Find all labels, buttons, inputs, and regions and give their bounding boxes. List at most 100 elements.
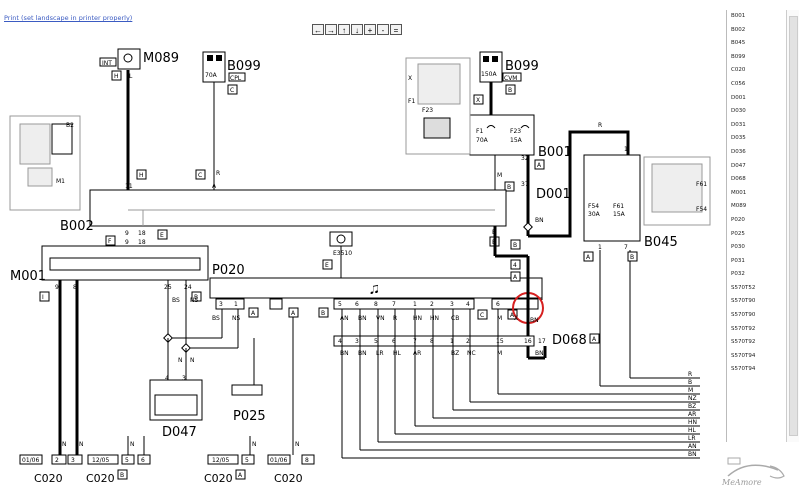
d068-component[interactable]: D068 A <box>333 333 600 348</box>
b099b-label: B099 <box>505 59 539 74</box>
sidebar-item-d047[interactable]: D047 <box>731 162 746 169</box>
svg-text:18: 18 <box>138 239 146 246</box>
svg-text:LR: LR <box>376 350 384 357</box>
sidebar-item-s570t92[interactable]: S570T92 <box>731 325 756 332</box>
svg-text:E: E <box>325 262 329 269</box>
b099b-component[interactable]: 150A B099 CVM <box>479 51 539 83</box>
sidebar-item-d035[interactable]: D035 <box>731 135 746 142</box>
svg-text:2: 2 <box>430 301 434 308</box>
svg-text:BS: BS <box>172 297 180 304</box>
svg-text:15A: 15A <box>510 137 523 144</box>
p020-component[interactable]: P020 🎜 <box>209 263 543 299</box>
d047-component[interactable]: D047 <box>149 379 203 440</box>
sidebar-item-s570t94[interactable]: S570T94 <box>731 366 756 373</box>
sidebar-item-s570t52[interactable]: S570T52 <box>731 284 756 291</box>
d047-label: D047 <box>162 425 197 440</box>
sidebar-item-d036[interactable]: D036 <box>731 148 746 155</box>
svg-text:B: B <box>508 87 512 94</box>
pan-right-button[interactable]: → <box>325 24 337 35</box>
inset-b099: X F1 F23 <box>405 57 471 155</box>
ground-c020-3[interactable]: 12/05 5 C020 A <box>204 454 255 485</box>
svg-text:3: 3 <box>182 375 186 382</box>
ground-c020-1[interactable]: 01/06 2 3 C020 <box>19 454 83 485</box>
svg-text:A: A <box>212 183 217 190</box>
svg-text:F23: F23 <box>510 128 521 135</box>
svg-text:70A: 70A <box>476 137 489 144</box>
pan-down-button[interactable]: ↓ <box>351 24 363 35</box>
svg-text:H: H <box>139 172 144 179</box>
svg-text:A: A <box>537 162 542 169</box>
svg-text:F54: F54 <box>588 203 599 210</box>
b002-component[interactable]: B002 <box>60 189 507 234</box>
sidebar-item-c056[interactable]: C056 <box>731 80 746 87</box>
sidebar-item-b045[interactable]: B045 <box>731 40 746 47</box>
inset-b002: B2 M1 <box>9 115 81 211</box>
svg-text:F54: F54 <box>696 206 707 213</box>
svg-text:CB: CB <box>451 315 459 322</box>
sidebar-item-b099[interactable]: B099 <box>731 53 746 60</box>
pan-left-button[interactable]: ← <box>312 24 324 35</box>
e3510-component[interactable]: E3510 <box>329 231 353 257</box>
b001-component[interactable]: F1 70A F23 15A B001 <box>469 114 572 160</box>
scrollbar-thumb[interactable] <box>789 16 798 436</box>
svg-text:HL: HL <box>393 350 402 357</box>
ground-c020-4[interactable]: 01/06 8 C020 <box>267 454 315 485</box>
toolbar: ← → ↑ ↓ + - = <box>312 24 402 35</box>
svg-text:8: 8 <box>73 284 77 291</box>
sidebar-item-d030[interactable]: D030 <box>731 108 746 115</box>
scrollbar[interactable] <box>786 10 799 442</box>
sidebar-item-p031[interactable]: P031 <box>731 257 745 264</box>
sidebar-item-p032[interactable]: P032 <box>731 271 745 278</box>
sidebar-item-m089[interactable]: M089 <box>731 203 747 210</box>
svg-text:2: 2 <box>466 338 470 345</box>
pan-up-button[interactable]: ↑ <box>338 24 350 35</box>
svg-text:BS: BS <box>212 315 220 322</box>
svg-text:HN: HN <box>413 315 422 322</box>
svg-text:HN: HN <box>688 419 697 426</box>
b045-component[interactable]: F54 30A F61 15A B045 <box>583 154 678 250</box>
svg-text:M: M <box>497 172 502 179</box>
zoom-reset-button[interactable]: = <box>390 24 402 35</box>
sidebar-item-b002[interactable]: B002 <box>731 26 746 33</box>
d068-label: D068 <box>552 333 587 348</box>
zoom-out-button[interactable]: - <box>377 24 389 35</box>
svg-text:1: 1 <box>450 338 454 345</box>
svg-text:M: M <box>497 315 502 322</box>
svg-text:A: A <box>251 310 256 317</box>
sidebar-item-s570t90[interactable]: S570T90 <box>731 312 756 319</box>
sidebar-item-m001[interactable]: M001 <box>731 189 747 196</box>
svg-text:F61: F61 <box>696 181 707 188</box>
sidebar-item-d068[interactable]: D068 <box>731 176 746 183</box>
svg-text:11: 11 <box>125 183 133 190</box>
p025-component[interactable]: P025 <box>231 338 266 424</box>
sidebar-item-b001[interactable]: B001 <box>731 13 746 19</box>
svg-text:C020: C020 <box>274 472 303 485</box>
svg-text:NC: NC <box>467 350 476 357</box>
zoom-in-button[interactable]: + <box>364 24 376 35</box>
svg-text:5: 5 <box>245 457 249 464</box>
svg-text:4: 4 <box>513 262 517 269</box>
sidebar-item-s570t94[interactable]: S570T94 <box>731 352 756 359</box>
sidebar-item-d001[interactable]: D001 <box>731 94 746 101</box>
sidebar-item-p020[interactable]: P020 <box>731 216 745 223</box>
svg-text:16: 16 <box>524 338 532 345</box>
svg-text:X: X <box>476 97 480 104</box>
wiring-diagram[interactable]: .t{font-size:6px;fill:#000;} .tb{font-si… <box>0 36 720 500</box>
sidebar-item-p025[interactable]: P025 <box>731 230 745 237</box>
svg-text:F23: F23 <box>422 107 433 114</box>
sidebar-item-d031[interactable]: D031 <box>731 121 746 128</box>
m001-component[interactable]: M001 <box>10 245 209 284</box>
svg-text:8: 8 <box>430 338 434 345</box>
svg-text:CVM: CVM <box>504 75 517 82</box>
svg-text:X: X <box>408 75 412 82</box>
sidebar-item-s570t90[interactable]: S570T90 <box>731 298 756 305</box>
b099a-component[interactable]: 70A B099 CPL <box>202 51 261 83</box>
ground-c020-2[interactable]: 12/05 5 6 C020 B <box>86 454 151 485</box>
sidebar-item-p030[interactable]: P030 <box>731 244 745 251</box>
sidebar-item-s570t92[interactable]: S570T92 <box>731 339 756 346</box>
sidebar-item-c020[interactable]: C020 <box>731 67 746 74</box>
svg-text:A: A <box>513 274 518 281</box>
m089-component[interactable]: M089 INT <box>99 48 179 70</box>
print-link[interactable]: Print (set landscape in printer properly… <box>4 14 133 22</box>
